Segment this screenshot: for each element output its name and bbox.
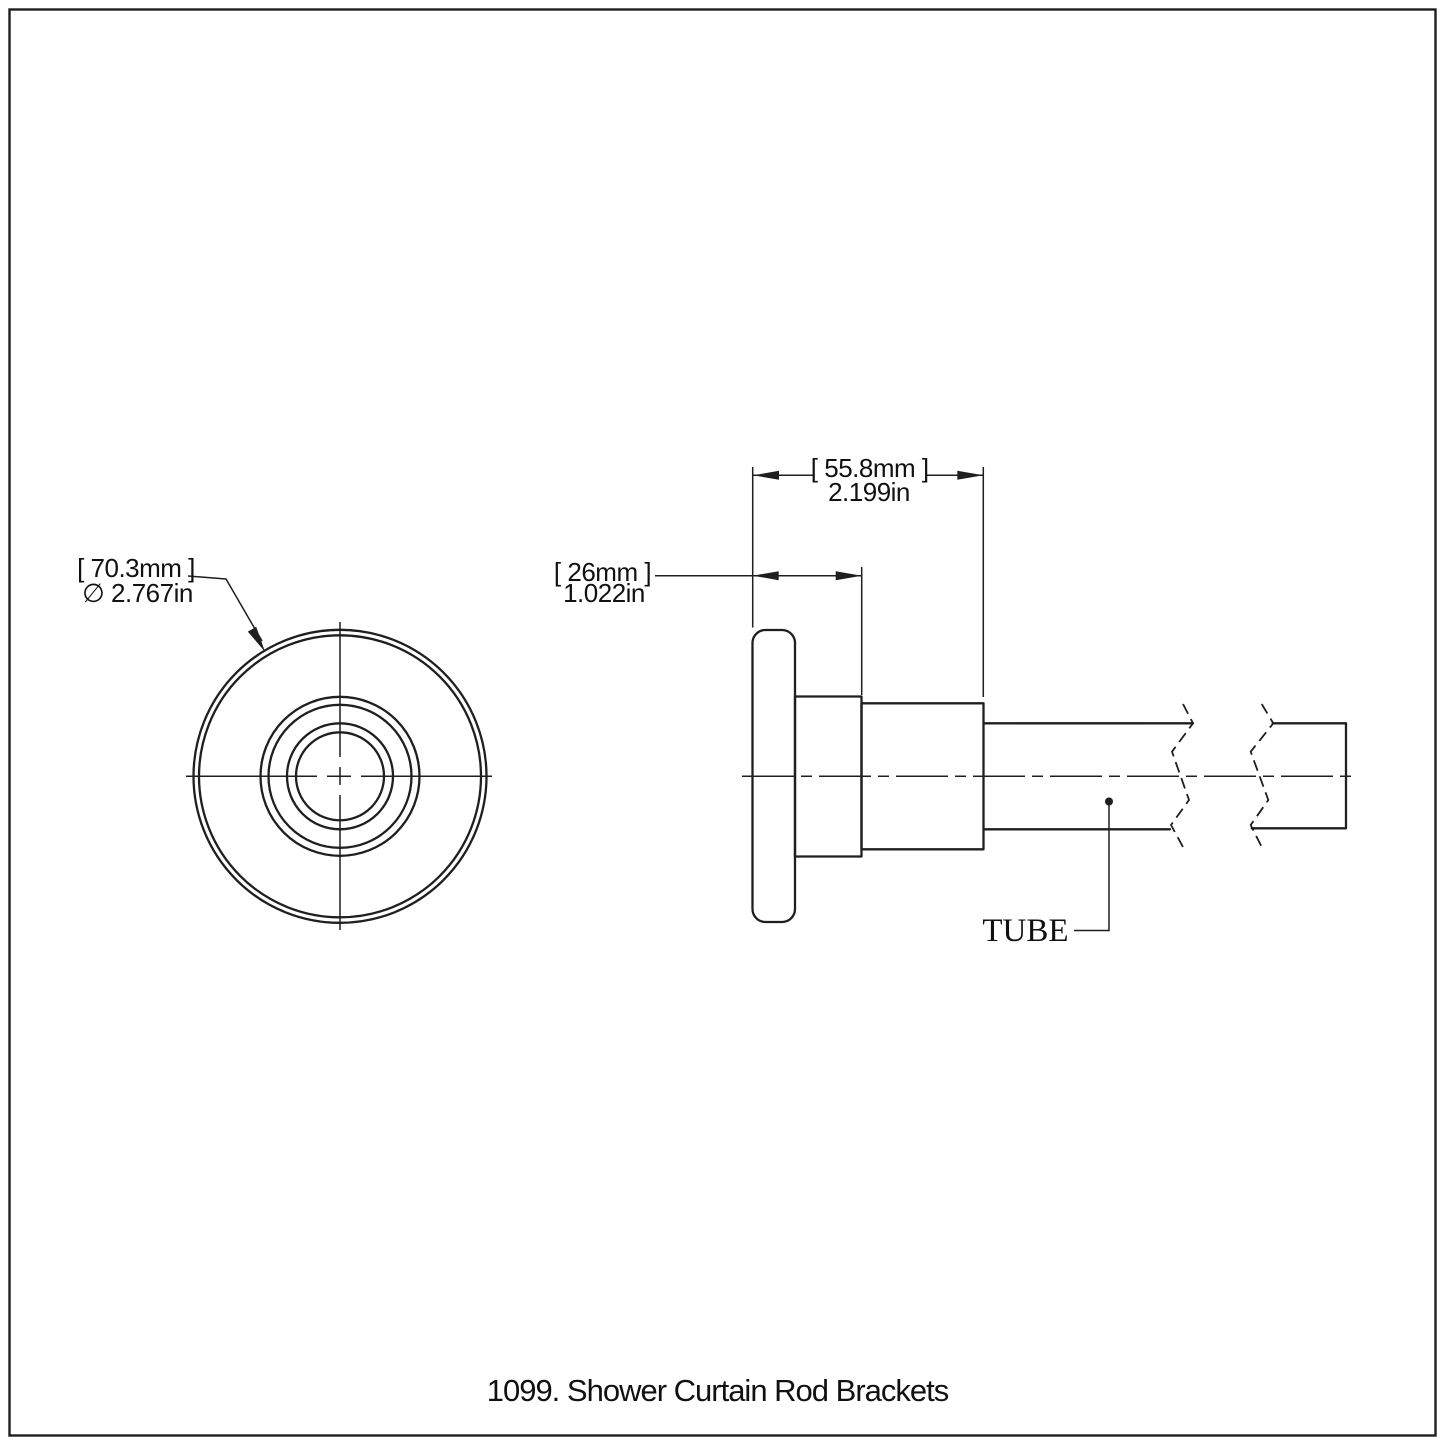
overall-depth-arrow-right xyxy=(957,470,984,480)
front-view: [ 70.3mm ] ∅ 2.767in xyxy=(77,553,492,930)
tube-leader-line xyxy=(1074,801,1110,932)
drawing-border xyxy=(8,8,1437,1437)
break-line-2 xyxy=(1249,703,1275,848)
front-diameter-label-in: ∅ 2.767in xyxy=(82,578,193,608)
collar-depth-label-mm: [ 26mm ] xyxy=(554,557,651,587)
break-line-1 xyxy=(1169,703,1195,848)
diameter-leader-arrow xyxy=(247,626,265,652)
collar-depth-label-in: 1.022in xyxy=(563,578,645,608)
overall-depth-arrow-left xyxy=(753,470,779,480)
overall-depth-label-in: 2.199in xyxy=(828,477,910,507)
drawing-caption: 1099. Shower Curtain Rod Brackets xyxy=(487,1373,949,1408)
collar-depth-dimension: [ 26mm ] 1.022in xyxy=(554,557,863,695)
front-diameter-label-mm: [ 70.3mm ] xyxy=(77,553,195,583)
overall-depth-dimension: [ 55.8mm ] 2.199in xyxy=(751,453,985,697)
collar-depth-arrow-left xyxy=(752,571,779,581)
collar-depth-arrow-right xyxy=(835,571,862,581)
tube-label: TUBE xyxy=(982,913,1068,949)
side-view: TUBE [ 55.8mm ] 2.199in [ 26mm ] 1.022in xyxy=(554,453,1358,949)
diameter-leader-line xyxy=(187,575,263,642)
overall-depth-label-mm: [ 55.8mm ] xyxy=(811,453,929,483)
